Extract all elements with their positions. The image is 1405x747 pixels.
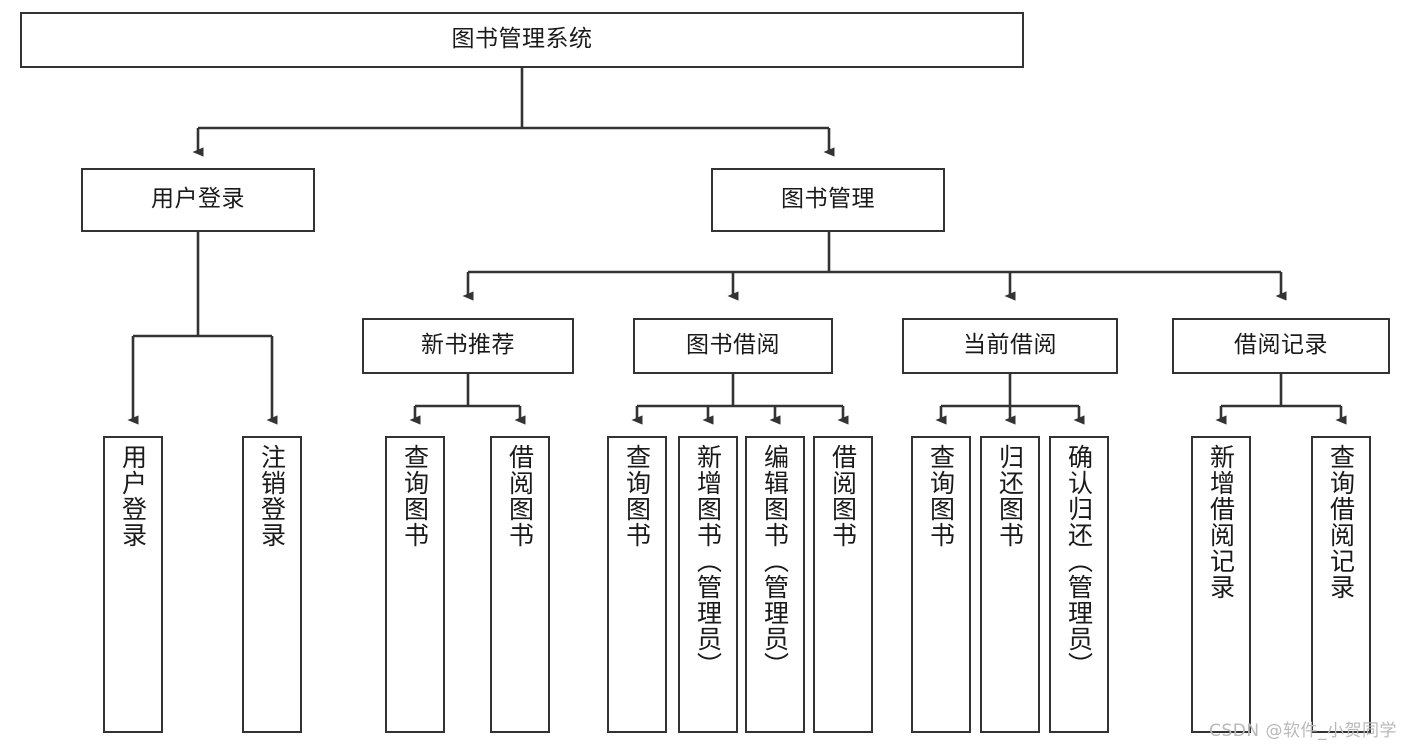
leaf-confirm-return-admin[interactable]: 确认归还（管理员） xyxy=(1049,436,1109,733)
node-label: 查询图书 xyxy=(400,444,430,548)
node-label: 借阅图书 xyxy=(505,444,535,548)
node-new-book-recommend[interactable]: 新书推荐 xyxy=(362,318,574,374)
node-root-system[interactable]: 图书管理系统 xyxy=(20,12,1024,68)
node-label: 新增图书（管理员） xyxy=(693,444,723,678)
watermark-text: CSDN @软件_小贺同学 xyxy=(1209,721,1397,741)
node-user-login[interactable]: 用户登录 xyxy=(81,168,315,232)
node-label: 借阅记录 xyxy=(1234,332,1328,359)
node-label: 图书借阅 xyxy=(686,332,780,359)
leaf-query-book-current[interactable]: 查询图书 xyxy=(911,436,971,733)
leaf-query-book-borrow[interactable]: 查询图书 xyxy=(607,436,667,733)
node-book-borrow[interactable]: 图书借阅 xyxy=(633,318,833,374)
leaf-query-book-new[interactable]: 查询图书 xyxy=(385,436,445,733)
node-label: 归还图书 xyxy=(995,444,1025,548)
node-label: 用户登录 xyxy=(151,186,245,213)
leaf-user-logout[interactable]: 注销登录 xyxy=(242,436,302,733)
node-label: 查询图书 xyxy=(926,444,956,548)
node-label: 图书管理系统 xyxy=(451,26,593,53)
leaf-borrow-book[interactable]: 借阅图书 xyxy=(813,436,873,733)
node-label: 用户登录 xyxy=(118,444,148,548)
leaf-add-book-admin[interactable]: 新增图书（管理员） xyxy=(678,436,738,733)
leaf-edit-book-admin[interactable]: 编辑图书（管理员） xyxy=(745,436,805,733)
leaf-query-borrow-record[interactable]: 查询借阅记录 xyxy=(1311,436,1371,733)
node-label: 确认归还（管理员） xyxy=(1064,444,1094,678)
node-label: 当前借阅 xyxy=(963,332,1057,359)
node-label: 新增借阅记录 xyxy=(1206,444,1236,600)
node-label: 新书推荐 xyxy=(421,332,515,359)
node-current-borrow[interactable]: 当前借阅 xyxy=(902,318,1118,374)
node-label: 注销登录 xyxy=(257,444,287,548)
node-label: 查询图书 xyxy=(622,444,652,548)
leaf-user-login[interactable]: 用户登录 xyxy=(103,436,163,733)
leaf-return-book[interactable]: 归还图书 xyxy=(980,436,1040,733)
node-label: 查询借阅记录 xyxy=(1326,444,1356,600)
node-label: 借阅图书 xyxy=(828,444,858,548)
node-label: 图书管理 xyxy=(781,186,875,213)
node-book-management[interactable]: 图书管理 xyxy=(711,168,945,232)
node-label: 编辑图书（管理员） xyxy=(760,444,790,678)
leaf-add-borrow-record[interactable]: 新增借阅记录 xyxy=(1191,436,1251,733)
leaf-borrow-book-new[interactable]: 借阅图书 xyxy=(490,436,550,733)
node-borrow-record[interactable]: 借阅记录 xyxy=(1172,318,1390,374)
